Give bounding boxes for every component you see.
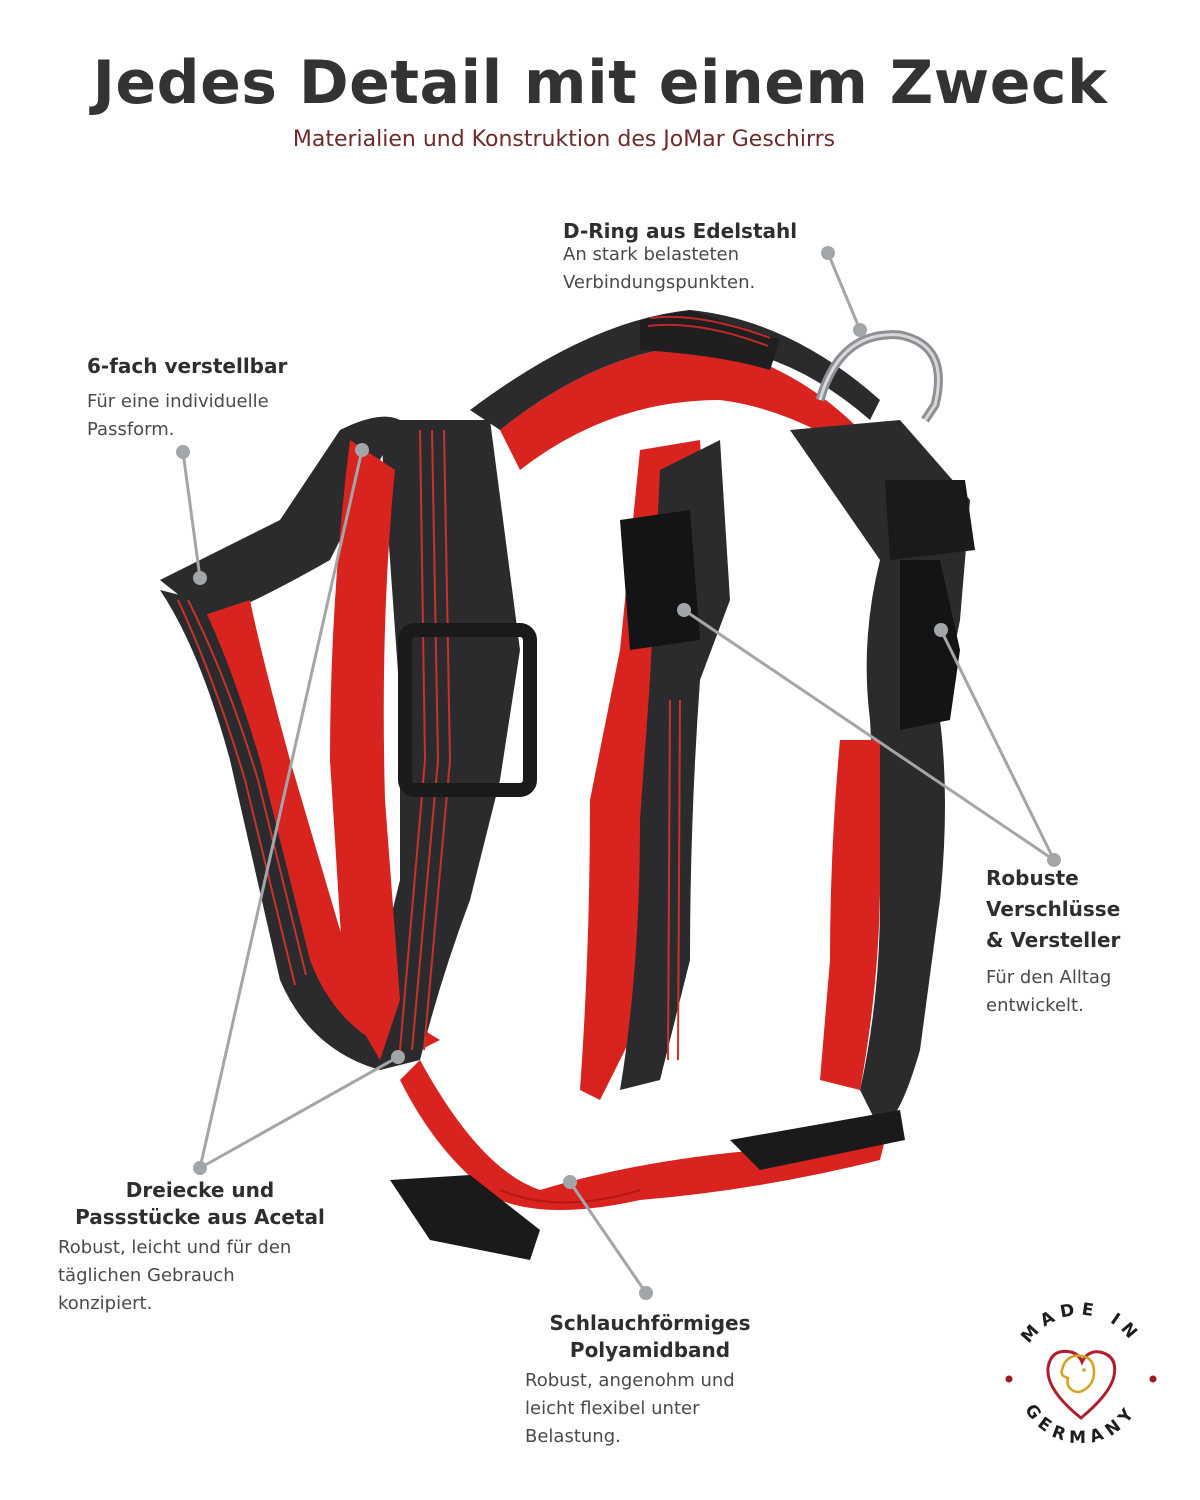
callout-polyamide-text-2: leicht flexibel unter	[525, 1398, 700, 1419]
page-subtitle: Materialien und Konstruktion des JoMar G…	[292, 127, 836, 152]
callout-buckles-title-3: & Versteller	[986, 928, 1121, 952]
belly-strap	[390, 1060, 905, 1260]
front-strap	[580, 440, 730, 1100]
callout-adjustable-text-2: Passform.	[87, 419, 175, 440]
callout-polyamide-title-1: Schlauchförmiges	[549, 1311, 751, 1335]
made-in-germany-badge: MADE IN GERMANY	[1005, 1299, 1157, 1449]
page-title: Jedes Detail mit einem Zweck	[92, 48, 1108, 118]
callout-adjustable-title: 6-fach verstellbar	[87, 354, 288, 378]
dog-heart-icon	[1046, 1349, 1117, 1420]
chest-strap	[330, 420, 537, 1060]
right-strap	[790, 420, 975, 1130]
d-ring	[815, 330, 943, 423]
callout-buckles-text-2: entwickelt.	[986, 995, 1084, 1016]
callout-acetal-title-1: Dreiecke und	[125, 1178, 275, 1202]
callout-d-ring-text-2: Verbindungspunkten.	[563, 272, 756, 293]
callout-buckles-text-1: Für den Alltag	[986, 967, 1112, 988]
svg-text:MADE IN: MADE IN	[1017, 1299, 1145, 1347]
back-strap	[470, 310, 880, 470]
callout-polyamide-text-1: Robust, angenohm und	[525, 1370, 735, 1391]
callout-acetal-text-1: Robust, leicht und für den	[58, 1237, 292, 1258]
leader-lines	[181, 252, 1056, 1294]
callout-polyamide-text-3: Belastung.	[525, 1426, 621, 1447]
callout-adjustable-text-1: Für eine individuelle	[87, 391, 269, 412]
callout-d-ring-text-1: An stark belasteten	[563, 244, 740, 265]
callout-polyamide-title-2: Polyamidband	[569, 1338, 731, 1362]
callout-acetal-title-2: Passstücke aus Acetal	[75, 1205, 325, 1229]
callout-buckles-title-2: Verschlüsse	[986, 897, 1121, 921]
callout-buckles-title-1: Robuste	[986, 866, 1079, 890]
callout-acetal-text-2: täglichen Gebrauch	[58, 1265, 235, 1286]
callout-acetal-text-3: konzipiert.	[58, 1293, 153, 1314]
leader-dots	[176, 246, 1061, 1300]
callout-d-ring-title: D-Ring aus Edelstahl	[563, 219, 798, 243]
left-strap	[160, 416, 440, 1070]
svg-text:GERMANY: GERMANY	[1020, 1401, 1141, 1449]
